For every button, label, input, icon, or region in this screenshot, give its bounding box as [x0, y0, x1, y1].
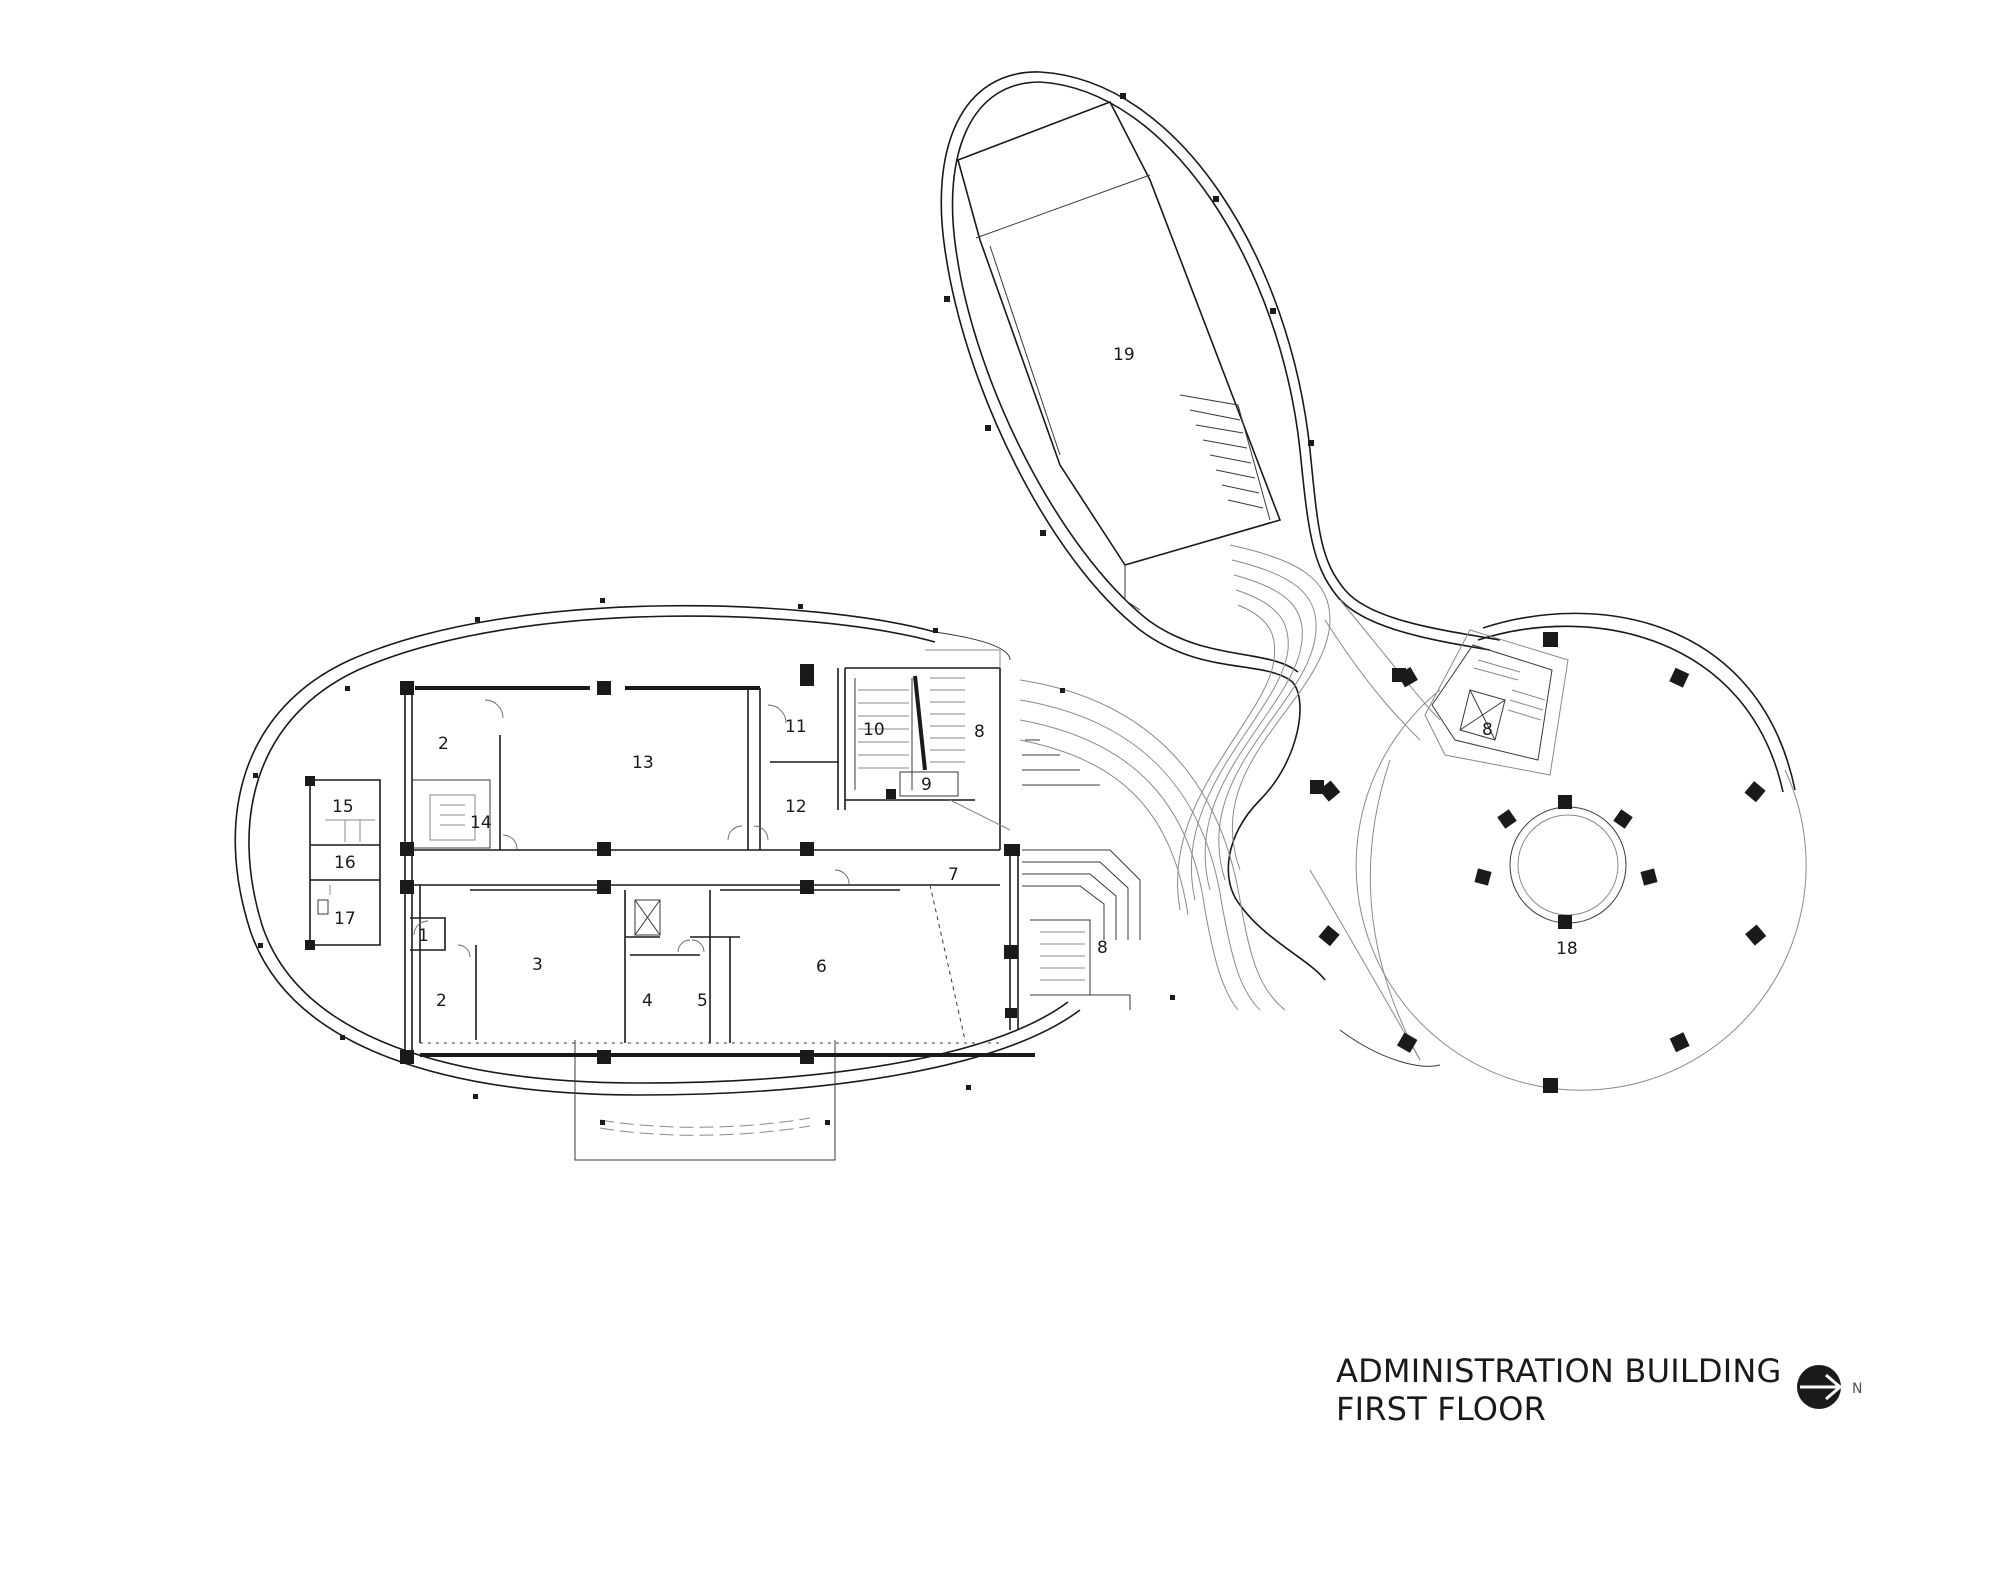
room-label: 2	[438, 734, 449, 754]
room-label: 11	[785, 717, 807, 737]
room-label: 18	[1556, 939, 1578, 959]
room-label: 10	[863, 720, 885, 740]
room-label: 9	[921, 775, 932, 795]
stair-19	[1179, 394, 1271, 521]
room-labels: 1 2 2 3 4 5 6 7 8 8 8 9 10 11 12 13 14 1…	[332, 345, 1578, 1011]
stair-tower-8	[1424, 629, 1569, 776]
room-label: 5	[697, 991, 708, 1011]
circular-pavilion	[1318, 612, 1807, 1093]
room-label: 13	[632, 753, 654, 773]
room-label: 7	[948, 865, 959, 885]
stair-8-lower	[1022, 739, 1141, 1010]
title-block: ADMINISTRATION BUILDING FIRST FLOOR	[1336, 1352, 1782, 1428]
room-label: 15	[332, 797, 354, 817]
entrance-canopy	[574, 1040, 836, 1161]
room-label: 3	[532, 955, 543, 975]
room-label: 4	[642, 991, 653, 1011]
room-label: 19	[1113, 345, 1135, 365]
room-label: 8	[1097, 938, 1108, 958]
room-label: 2	[436, 991, 447, 1011]
main-interior	[253, 598, 1406, 1125]
room-label: 1	[418, 926, 429, 946]
room-label: 8	[974, 722, 985, 742]
room-label: 14	[470, 813, 492, 833]
landscape-contours	[1019, 544, 1441, 1061]
upper-oval-wing	[940, 71, 1501, 981]
drawing-title: ADMINISTRATION BUILDING	[1336, 1352, 1782, 1390]
room-label: 16	[334, 853, 356, 873]
room-label: 17	[334, 909, 356, 929]
north-arrow-icon: N	[1797, 1365, 1862, 1409]
room-label: 8	[1482, 720, 1493, 740]
main-stair	[854, 675, 965, 797]
room-label: 12	[785, 797, 807, 817]
north-label: N	[1852, 1381, 1862, 1397]
toilets-wing	[309, 779, 381, 946]
main-building-envelope	[234, 604, 1081, 1096]
stair-14	[412, 779, 491, 849]
room-label: 6	[816, 957, 827, 977]
drawing-subtitle: FIRST FLOOR	[1336, 1390, 1546, 1428]
